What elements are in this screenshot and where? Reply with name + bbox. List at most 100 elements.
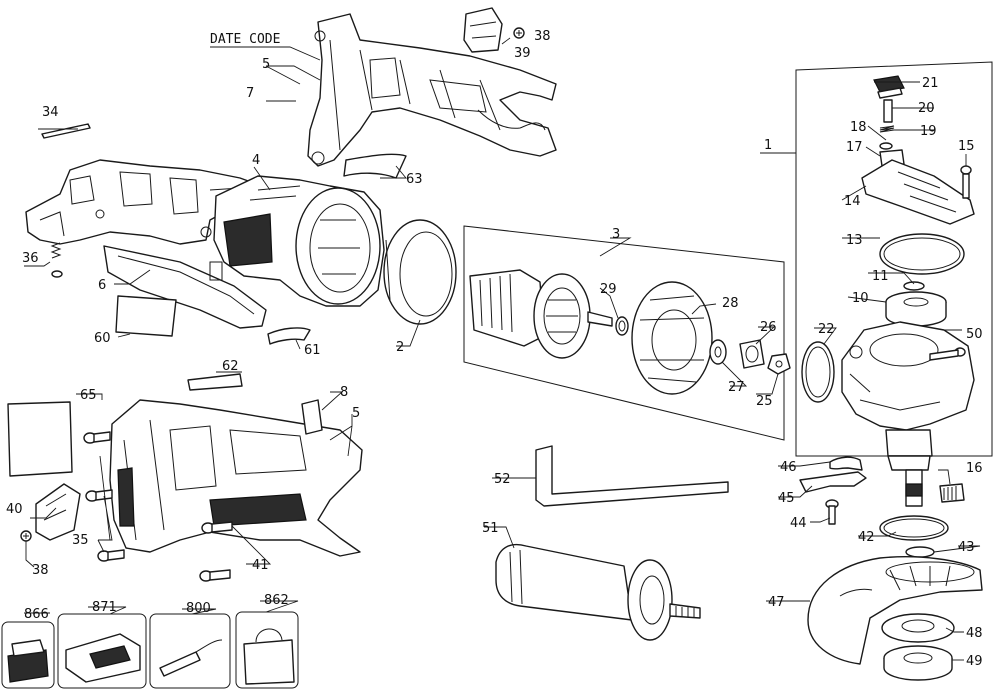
part-45-lever (799, 471, 867, 493)
label-38-top: 38 (534, 29, 551, 44)
part-22-o-ring (801, 341, 835, 403)
label-62: 62 (222, 359, 239, 374)
part-21-button (873, 75, 905, 99)
part-20-pin (883, 99, 893, 123)
label-871: 871 (92, 600, 117, 615)
label-41: 41 (252, 558, 269, 573)
part-61-label (267, 327, 311, 345)
label-8: 8 (340, 385, 348, 400)
part-27-washer (709, 339, 727, 365)
label-44: 44 (790, 516, 807, 531)
label-5-lower: 5 (352, 406, 360, 421)
motor-housing (213, 175, 385, 307)
label-14: 14 (844, 194, 861, 209)
label-15: 15 (958, 139, 975, 154)
baffle-ring (383, 219, 457, 325)
part-46-spring (829, 456, 863, 471)
label-46: 46 (780, 460, 797, 475)
part-26-bushing (739, 339, 765, 369)
part-19-spring (879, 125, 895, 133)
upper-housing-half (307, 13, 557, 167)
part-41-screws (199, 521, 233, 582)
label-19: 19 (920, 124, 937, 139)
label-48: 48 (966, 626, 983, 641)
part-13-o-ring (879, 233, 965, 275)
label-61: 61 (304, 343, 321, 358)
part-29-washer (615, 316, 629, 336)
part-48-flange (881, 613, 955, 643)
part-10-bearing (885, 291, 947, 327)
label-28: 28 (722, 296, 739, 311)
label-3: 3 (612, 227, 620, 242)
label-16: 16 (966, 461, 983, 476)
part-60-label (115, 295, 177, 337)
date-code-label: DATE CODE (210, 32, 280, 47)
label-17: 17 (846, 140, 863, 155)
accessory-862-bag (235, 611, 299, 689)
paddle-switch (103, 245, 267, 329)
label-50: 50 (966, 327, 983, 342)
part-43-ring (905, 546, 935, 558)
label-52: 52 (494, 472, 511, 487)
part-14-cover (861, 159, 975, 225)
part-50-screw (929, 347, 966, 361)
label-36: 36 (22, 251, 39, 266)
label-49: 49 (966, 654, 983, 669)
label-65: 65 (80, 388, 97, 403)
label-20: 20 (918, 101, 935, 116)
part-8-clip (301, 399, 323, 435)
label-4: 4 (252, 153, 260, 168)
label-10: 10 (852, 291, 869, 306)
label-27: 27 (728, 380, 745, 395)
part-36-spring (50, 242, 63, 278)
part-34-strip (41, 123, 91, 139)
leader-lines (24, 37, 981, 661)
label-1: 1 (764, 138, 772, 153)
label-800: 800 (186, 601, 211, 616)
label-18: 18 (850, 120, 867, 135)
part-51-side-handle (495, 543, 701, 641)
label-60: 60 (94, 331, 111, 346)
label-862: 862 (264, 593, 289, 608)
part-62-label (187, 373, 243, 391)
label-5-top: 5 (262, 57, 270, 72)
label-63: 63 (406, 172, 423, 187)
part-47-guard (807, 556, 983, 665)
label-45: 45 (778, 491, 795, 506)
label-42: 42 (858, 530, 875, 545)
label-51: 51 (482, 521, 499, 536)
part-39-clip (463, 7, 503, 53)
label-13: 13 (846, 233, 863, 248)
part-35-screws (83, 431, 125, 562)
gear-case-group-box (795, 61, 993, 457)
accessory-866-battery (1, 621, 55, 689)
part-44-screw (825, 499, 839, 525)
label-7: 7 (246, 86, 254, 101)
armature-group-box (463, 225, 785, 441)
label-47: 47 (768, 595, 785, 610)
label-29: 29 (600, 282, 617, 297)
part-40-cover (35, 483, 81, 541)
gear-case (841, 321, 975, 457)
part-65-label (7, 401, 73, 477)
armature (469, 269, 613, 359)
label-34: 34 (42, 105, 59, 120)
spindle (887, 455, 931, 507)
part-38-screw-top (513, 27, 525, 39)
label-22: 22 (818, 322, 835, 337)
part-49-nut (883, 645, 953, 681)
label-35: 35 (72, 533, 89, 548)
label-39: 39 (514, 46, 531, 61)
label-11: 11 (872, 269, 889, 284)
label-40: 40 (6, 502, 23, 517)
lower-housing-half (109, 399, 363, 557)
part-38-screw-lower (20, 530, 32, 542)
label-43: 43 (958, 540, 975, 555)
label-2: 2 (396, 340, 404, 355)
label-25: 25 (756, 394, 773, 409)
part-labels: DATE CODE 1 2 3 4 5 5 6 7 8 10 11 13 14 … (6, 29, 983, 669)
part-11-clip (903, 281, 925, 291)
accessory-800-cable (149, 613, 231, 689)
part-15-screw (960, 165, 972, 199)
